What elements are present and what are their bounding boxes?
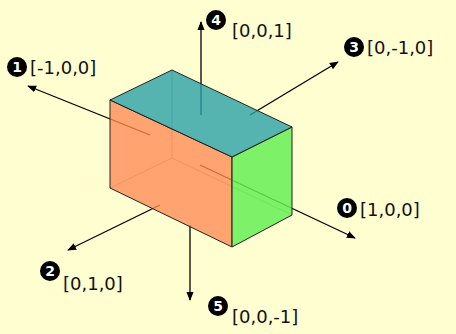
callout-number: 2 xyxy=(40,261,60,281)
callout-disc xyxy=(7,57,27,77)
normal-arrow xyxy=(250,62,338,115)
callout-number: 0 xyxy=(337,198,357,218)
callout-disc xyxy=(208,296,228,316)
callout-disc xyxy=(344,37,364,57)
callout-disc xyxy=(206,10,226,30)
callout-disc xyxy=(40,261,60,281)
vector-label: [0,0,-1] xyxy=(232,306,298,328)
callout-number: 5 xyxy=(208,296,228,316)
vector-label: [-1,0,0] xyxy=(30,57,96,79)
normal-arrows xyxy=(28,22,355,300)
normal-arrow xyxy=(68,205,160,250)
vector-label: [0,0,1] xyxy=(232,20,292,42)
callout-number: 1 xyxy=(7,57,27,77)
callout-number: 3 xyxy=(344,37,364,57)
callout-discs xyxy=(7,10,364,316)
vector-label: [0,-1,0] xyxy=(367,37,433,59)
cuboid xyxy=(110,70,292,247)
vector-label: [1,0,0] xyxy=(360,199,420,221)
callout-disc xyxy=(337,198,357,218)
top-face xyxy=(110,70,292,157)
normal-arrow xyxy=(189,225,190,300)
callout-number: 4 xyxy=(206,10,226,30)
vector-label: [0,1,0] xyxy=(63,273,123,295)
